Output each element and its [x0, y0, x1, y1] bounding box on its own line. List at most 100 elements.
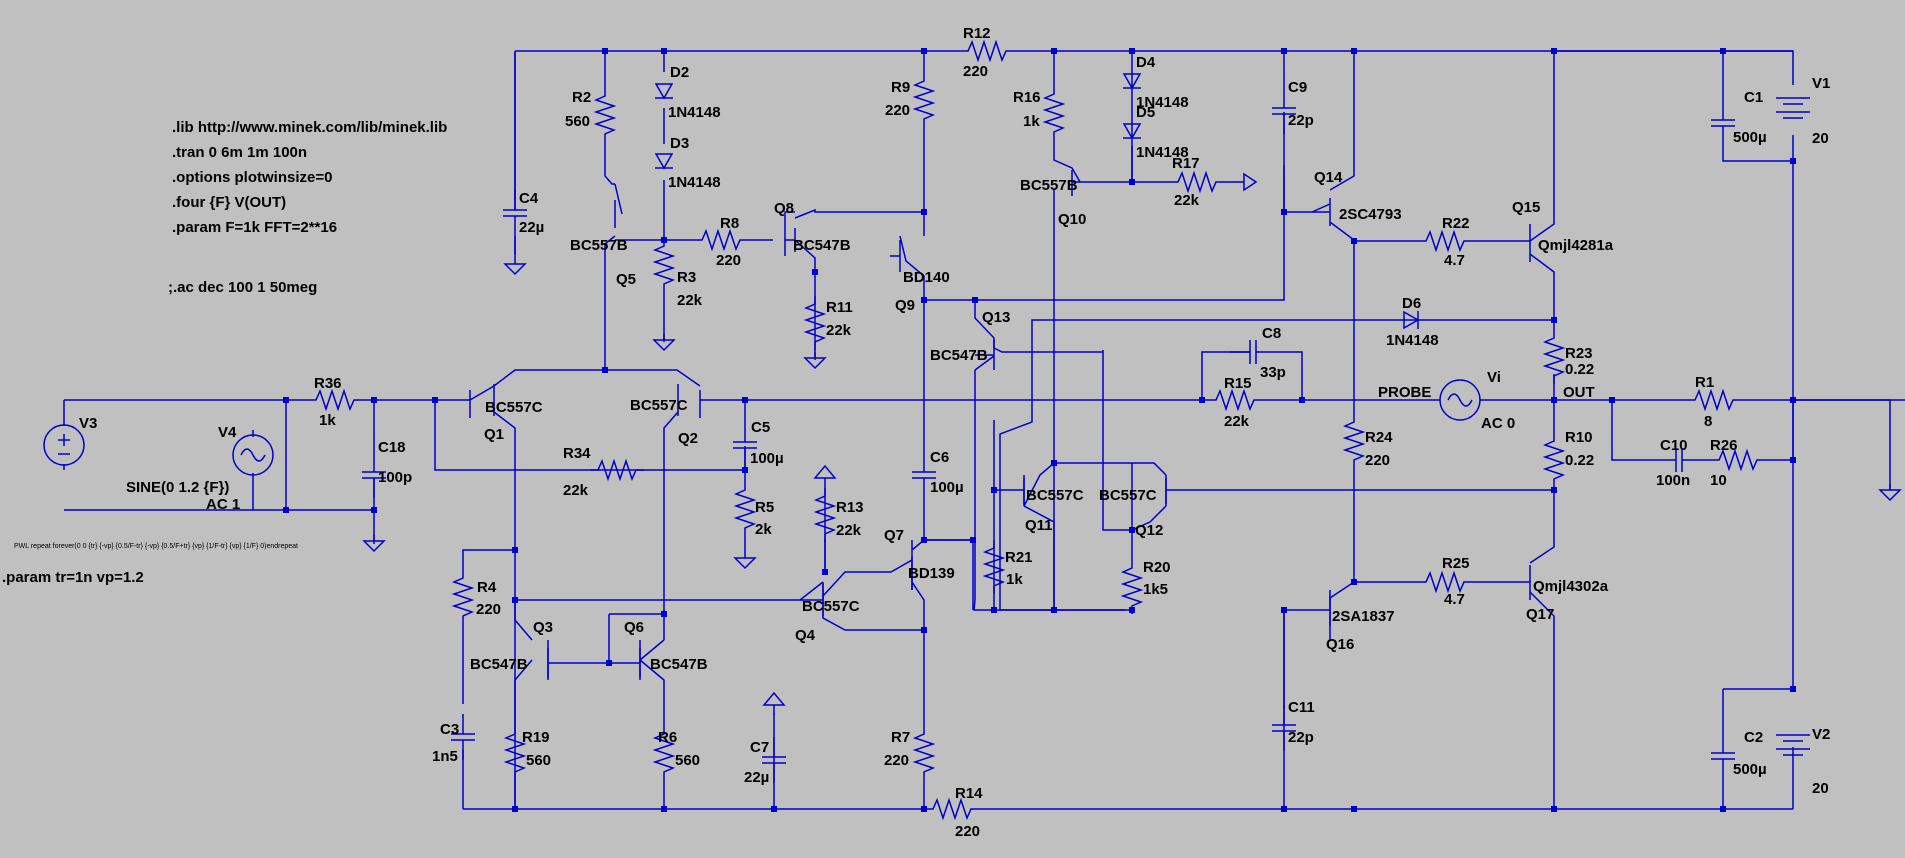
r6-name: R6 [658, 729, 677, 746]
r25-name: R25 [1442, 555, 1470, 572]
c7-name: C7 [750, 739, 769, 756]
c11-value: 22p [1288, 729, 1314, 746]
q16-name: Q16 [1326, 636, 1354, 653]
source-v4-symbol [232, 434, 274, 476]
r24-name: R24 [1365, 429, 1393, 446]
resistor-r25-symbol [1417, 572, 1473, 592]
resistor-r34-symbol [589, 460, 645, 480]
r24-value: 220 [1365, 452, 1390, 469]
r3-name: R3 [677, 269, 696, 286]
r34-name: R34 [563, 445, 591, 462]
directive-param-tr: .param tr=1n vp=1.2 [2, 569, 144, 586]
q5-value: BC557B [570, 237, 628, 254]
q11-value: BC557C [1026, 487, 1084, 504]
r10-value: 0.22 [1565, 452, 1594, 469]
c18-value: 100p [378, 469, 412, 486]
c6-name: C6 [930, 449, 949, 466]
resistor-r8-symbol [693, 230, 749, 250]
d6-name: D6 [1402, 295, 1421, 312]
r17-name: R17 [1172, 155, 1200, 172]
vi-value: AC 0 [1481, 415, 1515, 432]
transistor-q14-symbol [1312, 198, 1331, 226]
r36-value: 1k [319, 412, 336, 429]
r11-name: R11 [826, 299, 853, 316]
r16-value: 1k [1023, 113, 1040, 130]
directive-param-f: .param F=1k FFT=2**16 [172, 219, 337, 236]
v3-name: V3 [79, 415, 97, 432]
resistor-r17-symbol [1169, 172, 1225, 192]
capacitor-c8-symbol [1229, 339, 1277, 365]
r20-name: R20 [1143, 559, 1171, 576]
r2-value: 560 [565, 113, 590, 130]
directive-tran: .tran 0 6m 1m 100n [172, 144, 307, 161]
q6-name: Q6 [624, 619, 644, 636]
v2-value: 20 [1812, 780, 1829, 797]
ground-c4-symbol [504, 257, 526, 275]
net-label-out: OUT [1563, 384, 1595, 401]
r7-name: R7 [891, 729, 910, 746]
r12-value: 220 [963, 63, 988, 80]
symbols [43, 41, 1901, 819]
r19-name: R19 [522, 729, 550, 746]
directive-four: .four {F} V(OUT) [172, 194, 286, 211]
d5-value: 1N4148 [1136, 144, 1189, 161]
diode-d5-symbol [1122, 123, 1142, 140]
q3-name: Q3 [533, 619, 553, 636]
q8-name: Q8 [774, 200, 794, 217]
r13-value: 22k [836, 522, 862, 539]
resistor-r9-symbol [914, 72, 934, 128]
r4-value: 220 [476, 601, 501, 618]
component-labels: V1 20 V2 20 V3 V4 SINE(0 1.2 {F}) AC 1 V… [79, 25, 1830, 840]
v4-name: V4 [218, 424, 237, 441]
resistor-r5-symbol [735, 481, 755, 537]
r5-name: R5 [755, 499, 774, 516]
resistor-r11-symbol [805, 295, 825, 351]
q14-name: Q14 [1314, 169, 1343, 186]
diode-d2-symbol [654, 83, 674, 100]
source-vi-symbol [1439, 379, 1481, 421]
r5-value: 2k [755, 521, 772, 538]
q2-name: Q2 [678, 430, 698, 447]
r4-name: R4 [477, 579, 497, 596]
transistor-q10-symbol [1071, 170, 1080, 196]
resistor-r16-symbol [1044, 85, 1064, 141]
q5-name: Q5 [616, 271, 636, 288]
c5-value: 100µ [750, 450, 784, 467]
directive-options: .options plotwinsize=0 [172, 169, 332, 186]
v4-ac: AC 1 [206, 496, 240, 513]
resistor-r4-symbol [453, 569, 473, 625]
r21-value: 1k [1006, 571, 1023, 588]
v2-name: V2 [1812, 726, 1830, 743]
q2-value: BC557C [630, 397, 688, 414]
spice-directives: .lib http://www.minek.com/lib/minek.lib … [2, 119, 447, 586]
transistor-q13-symbol [975, 340, 995, 370]
q10-value: BC557B [1020, 177, 1078, 194]
r14-name: R14 [955, 785, 983, 802]
battery-v2-symbol [1776, 734, 1810, 756]
resistor-r1-symbol [1686, 390, 1742, 410]
r13-name: R13 [836, 499, 864, 516]
d5-name: D5 [1136, 104, 1155, 121]
c9-name: C9 [1288, 79, 1307, 96]
q15-name: Q15 [1512, 199, 1540, 216]
resistor-r13-symbol [815, 487, 835, 543]
c9-value: 22p [1288, 112, 1314, 129]
ground-r5-symbol [734, 551, 756, 569]
r16-name: R16 [1013, 89, 1041, 106]
c6-value: 100µ [930, 479, 964, 496]
q3-value: BC547B [470, 656, 528, 673]
resistor-r10-symbol [1544, 432, 1564, 488]
r26-name: R26 [1710, 437, 1738, 454]
r23-name: R23 [1565, 345, 1593, 362]
vi-name: Vi [1487, 369, 1501, 386]
r15-name: R15 [1224, 375, 1252, 392]
capacitor-c2-symbol [1710, 732, 1736, 780]
r22-value: 4.7 [1444, 252, 1465, 269]
r10-name: R10 [1565, 429, 1593, 446]
source-v4-wave [240, 448, 266, 462]
c3-value: 1n5 [432, 748, 458, 765]
q4-name: Q4 [795, 627, 816, 644]
resistor-r23-symbol [1544, 329, 1564, 385]
c2-name: C2 [1744, 729, 1763, 746]
